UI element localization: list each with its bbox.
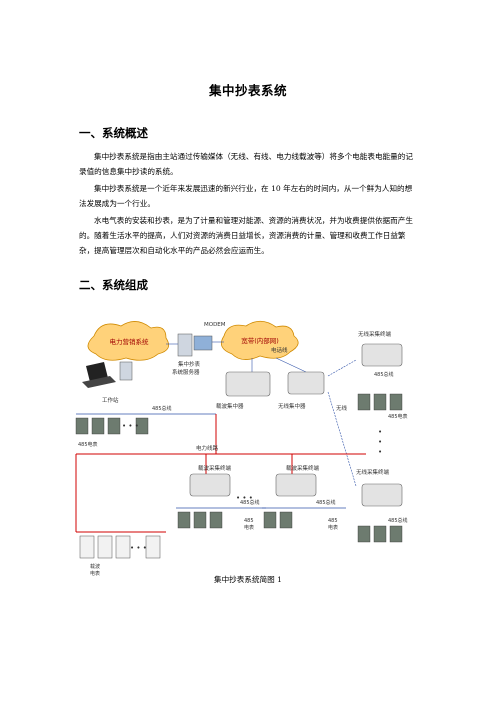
meter485-label-b: 485 [328,518,338,524]
svg-text:• • •: • • • [236,494,253,502]
paragraph-definition: 集中抄表系统是指由主站通过传输媒体（无线、有线、电力线载波等）将多个电能表电能量… [79,152,413,176]
server-monitor-icon [193,335,213,351]
carrier-collector-b-icon [275,473,317,497]
server-label: 集中抄表 [178,360,201,368]
workstation-label: 工作站 [102,396,119,404]
document-title: 集中抄表系统 [208,83,287,98]
marketing-system-cloud: 电力营销系统 [87,321,170,361]
meter485-label-b2: 电表 [328,524,338,531]
carrier-meter-label: 载波 [90,563,100,570]
bus485-label-a: 485总线 [240,499,260,506]
carrier-concentrator-label: 载波集中器 [216,402,244,410]
wireless-collector-bottom-icon [361,483,403,507]
meter485-label-right: 485电表 [388,413,408,420]
carrier-collector-a-icon [189,473,231,497]
server-tower-icon [177,333,193,357]
meter485-label: 485电表 [78,441,98,448]
bus485-label-b: 485总线 [316,499,336,506]
meter-group-left [75,417,149,435]
carrier-collector-a-label: 载波采集终端 [198,464,232,472]
laptop-icon [82,362,116,388]
cloud-label-marketing: 电力营销系统 [110,337,150,346]
wireless-collector-bottom-label: 无线采集终端 [356,468,390,476]
wireless-concentrator-label: 无线集中器 [278,402,306,410]
wireless-concentrator-icon [287,371,325,395]
meter485-label-a2: 电表 [244,524,254,531]
wireless-collector-top-label: 无线采集终端 [358,330,392,338]
telephone-label: 电话线 [271,346,288,354]
intranet-cloud: 宽带(内部网) [220,320,299,360]
carrier-meter-label-2: 电表 [90,570,100,577]
meter-group-lower [177,393,403,543]
wireless-label: 无线 [336,404,348,412]
server-label-2: 系统服务器 [172,368,200,376]
workstation-icon [119,361,133,381]
meter485-label-a: 485 [244,518,254,524]
paragraph-background: 水电气表的安装和抄表，是为了计量和管理对能源、资源的消费状况，并为收费提供依据而… [79,216,413,255]
system-diagram: 电力营销系统 宽带(内部网) MODEM 集中抄表 系统服务器 工作站 电话线 … [75,320,408,577]
modem-label: MODEM [204,322,226,328]
bus485-label-top: 485总线 [374,371,394,378]
carrier-collector-b-label: 载波采集终端 [286,464,320,472]
carrier-concentrator-icon [225,371,271,397]
power-line-label: 电力线路 [196,444,219,452]
section-heading-composition: 二、系统组成 [79,278,148,292]
section-heading-overview: 一、系统概述 [79,126,148,140]
wireless-collector-top-icon [361,343,403,367]
svg-text:•: • [378,428,382,436]
svg-text:•: • [378,448,382,456]
figure-caption: 集中抄表系统简图 1 [214,575,282,584]
svg-text:•: • [378,438,382,446]
svg-text:• • •: • • • [130,544,147,552]
bus485-label-right: 485总线 [388,517,408,524]
paragraph-industry: 集中抄表系统是一个近年来发展迅速的新兴行业，在 10 年左右的时间内，从一个鲜为… [79,184,413,208]
cloud-label-intranet: 宽带(内部网) [241,336,279,345]
bus485-label-left: 485总线 [152,405,172,412]
svg-text:• • •: • • • [122,422,139,430]
carrier-meter-group [79,535,161,559]
